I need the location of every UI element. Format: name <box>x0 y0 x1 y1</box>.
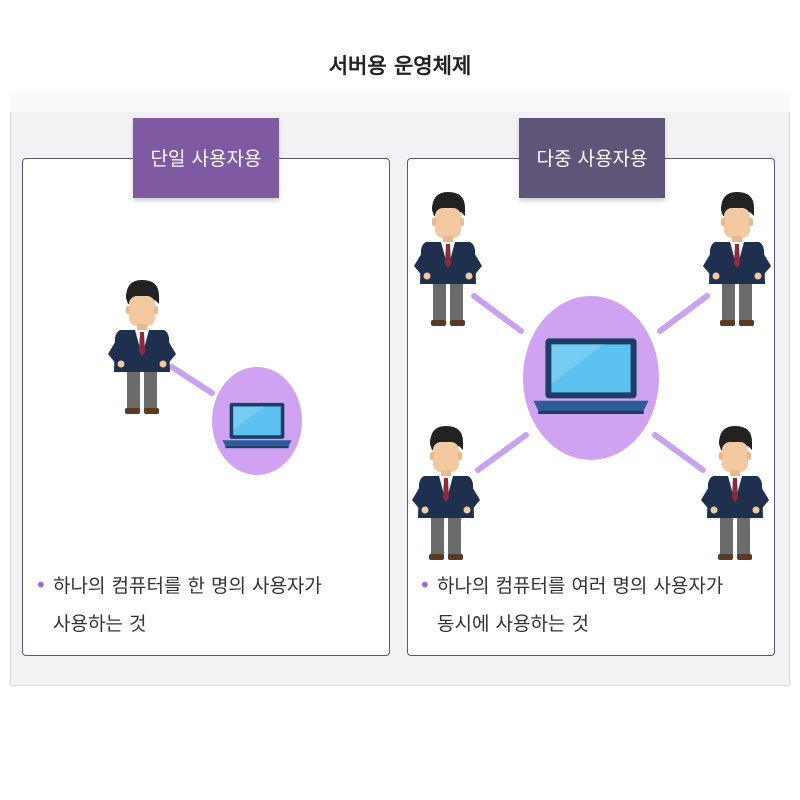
single-user-panel <box>22 158 390 656</box>
frame-top-band <box>10 92 790 112</box>
bullet-dot: • <box>419 573 431 597</box>
multi-user-tab: 다중 사용자용 <box>519 118 665 198</box>
single-user-description: • 하나의 컴퓨터를 한 명의 사용자가 사용하는 것 <box>35 566 375 643</box>
bullet-dot: • <box>35 573 47 597</box>
single-user-tab: 단일 사용자용 <box>133 118 279 198</box>
single-user-tab-label: 단일 사용자용 <box>150 147 262 170</box>
businessman-icon <box>701 426 769 560</box>
multi-desc-line2: 동시에 사용하는 것 <box>437 613 589 635</box>
multi-user-tab-label: 다중 사용자용 <box>536 147 648 170</box>
businessman-icon <box>703 192 771 326</box>
diagram-title: 서버용 운영체제 <box>328 54 472 78</box>
single-desc-line2: 사용하는 것 <box>53 613 147 635</box>
single-connector <box>169 364 215 396</box>
multi-connectors <box>471 293 710 473</box>
businessman-icon <box>108 280 176 414</box>
businessman-icon <box>412 426 480 560</box>
businessman-icon <box>414 192 482 326</box>
multi-desc-line1: 하나의 컴퓨터를 여러 명의 사용자가 <box>437 575 724 597</box>
laptop-icon <box>222 402 292 449</box>
single-desc-line1: 하나의 컴퓨터를 한 명의 사용자가 <box>53 575 322 597</box>
laptop-icon <box>533 338 649 414</box>
multi-user-description: • 하나의 컴퓨터를 여러 명의 사용자가 동시에 사용하는 것 <box>419 566 759 643</box>
